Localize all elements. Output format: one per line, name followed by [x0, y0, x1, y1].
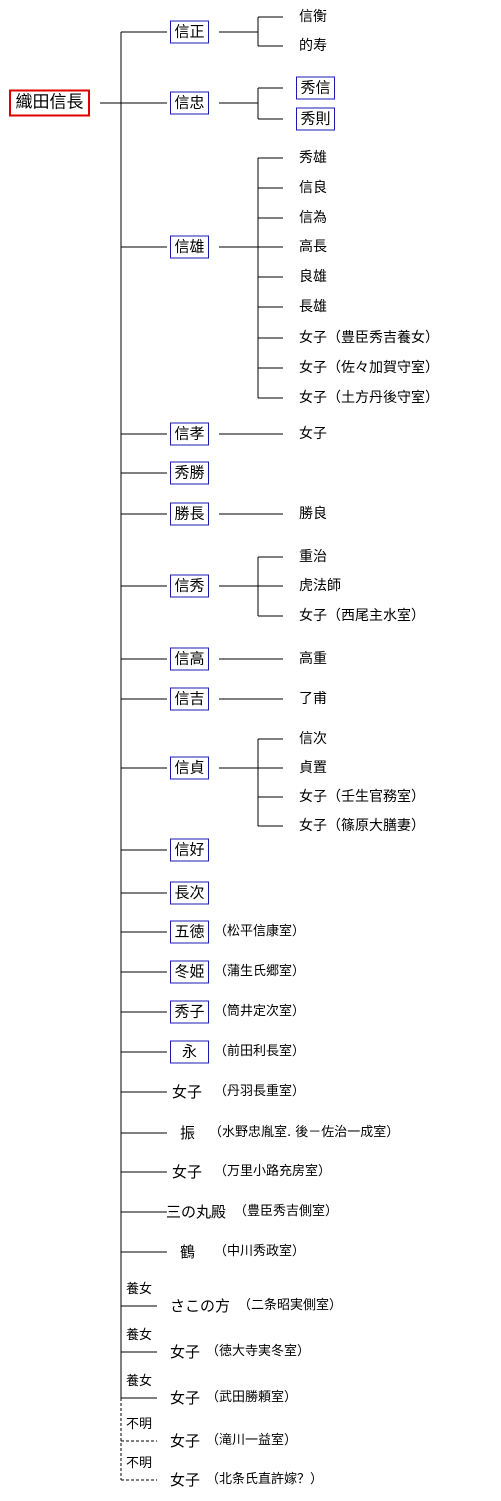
spouse-note: （滝川一益室） [206, 1433, 298, 1448]
relation-tag: 不明 [126, 1417, 153, 1432]
grandchild-node-boxed[interactable]: 秀則 [296, 107, 335, 131]
child-node[interactable]: さこの方 [170, 1297, 231, 1315]
child-node-boxed[interactable]: 信秀 [170, 574, 209, 598]
child-node[interactable]: 女子 [170, 1471, 201, 1489]
child-node-boxed[interactable]: 冬姫 [170, 960, 209, 984]
child-node-boxed[interactable]: 信忠 [170, 91, 209, 115]
spouse-note: （豊臣秀吉側室） [234, 1204, 339, 1219]
spouse-note: （前田利長室） [214, 1044, 306, 1059]
spouse-note: （二条昭実側室） [238, 1298, 343, 1313]
spouse-note: （松平信康室） [214, 924, 306, 939]
grandchild-node[interactable]: 高長 [299, 239, 327, 255]
spouse-note: （丹羽長重室） [214, 1084, 306, 1099]
relation-tag: 養女 [126, 1374, 153, 1389]
child-node[interactable]: 女子 [170, 1432, 201, 1450]
grandchild-node[interactable]: 了甫 [299, 691, 327, 707]
root-node-nobunaga[interactable]: 織田信長 [9, 89, 90, 117]
child-node-boxed[interactable]: 信好 [170, 838, 209, 862]
child-node[interactable]: 女子 [170, 1389, 201, 1407]
grandchild-node[interactable]: 重治 [299, 549, 327, 565]
spouse-note: （中川秀政室） [214, 1244, 306, 1259]
grandchild-node[interactable]: 高重 [299, 651, 327, 667]
child-node-boxed[interactable]: 秀子 [170, 1000, 209, 1024]
grandchild-node[interactable]: 信良 [299, 180, 327, 196]
spouse-note: （水野忠胤室. 後－佐治一成室） [209, 1125, 400, 1140]
child-node[interactable]: 三の丸殿 [166, 1203, 227, 1221]
child-node[interactable]: 女子 [172, 1083, 203, 1101]
child-node-boxed[interactable]: 信貞 [170, 756, 209, 780]
child-node-boxed[interactable]: 信高 [170, 647, 209, 671]
child-node-boxed[interactable]: 信雄 [170, 235, 209, 259]
spouse-note: （徳大寺実冬室） [206, 1344, 311, 1359]
grandchild-node[interactable]: 女子（篠原大膳妻） [299, 818, 425, 834]
child-node[interactable]: 女子 [170, 1343, 201, 1361]
grandchild-node[interactable]: 秀雄 [299, 150, 327, 166]
child-node-boxed[interactable]: 長次 [170, 881, 209, 905]
child-node-boxed[interactable]: 信正 [170, 20, 209, 44]
grandchild-node[interactable]: 女子（佐々加賀守室） [299, 360, 439, 376]
child-node-boxed[interactable]: 秀勝 [170, 461, 209, 485]
spouse-note: （北条氏直許嫁？） [206, 1472, 324, 1487]
grandchild-node[interactable]: 長雄 [299, 299, 327, 315]
child-node-boxed[interactable]: 信孝 [170, 422, 209, 446]
grandchild-node-boxed[interactable]: 秀信 [296, 76, 335, 100]
spouse-note: （蒲生氏郷室） [214, 964, 306, 979]
child-node[interactable]: 鶴 [180, 1243, 196, 1261]
grandchild-node[interactable]: 女子（西尾主水室） [299, 608, 425, 624]
grandchild-node[interactable]: 信為 [299, 210, 327, 226]
grandchild-node[interactable]: 勝良 [299, 506, 327, 522]
spouse-note: （武田勝頼室） [206, 1390, 298, 1405]
grandchild-node[interactable]: 女子（壬生官務室） [299, 789, 425, 805]
child-node[interactable]: 女子 [172, 1163, 203, 1181]
grandchild-node[interactable]: 貞置 [299, 760, 327, 776]
grandchild-node[interactable]: 女子（土方丹後守室） [299, 390, 439, 406]
spouse-note: （筒井定次室） [214, 1004, 306, 1019]
grandchild-node[interactable]: 信次 [299, 731, 327, 747]
grandchild-node[interactable]: 良雄 [299, 269, 327, 285]
child-node-boxed[interactable]: 勝長 [170, 502, 209, 526]
grandchild-node[interactable]: 虎法師 [299, 578, 341, 594]
relation-tag: 不明 [126, 1456, 153, 1471]
grandchild-node[interactable]: 女子 [299, 426, 327, 442]
relation-tag: 養女 [126, 1328, 153, 1343]
child-node[interactable]: 振 [180, 1124, 196, 1142]
child-node-boxed[interactable]: 五徳 [170, 920, 209, 944]
relation-tag: 養女 [126, 1282, 153, 1297]
grandchild-node[interactable]: 女子（豊臣秀吉養女） [299, 330, 439, 346]
grandchild-node[interactable]: 信衡 [299, 9, 327, 25]
grandchild-node[interactable]: 的寿 [299, 38, 327, 54]
child-node-boxed[interactable]: 永 [170, 1040, 209, 1064]
spouse-note: （万里小路充房室） [214, 1164, 332, 1179]
child-node-boxed[interactable]: 信吉 [170, 687, 209, 711]
